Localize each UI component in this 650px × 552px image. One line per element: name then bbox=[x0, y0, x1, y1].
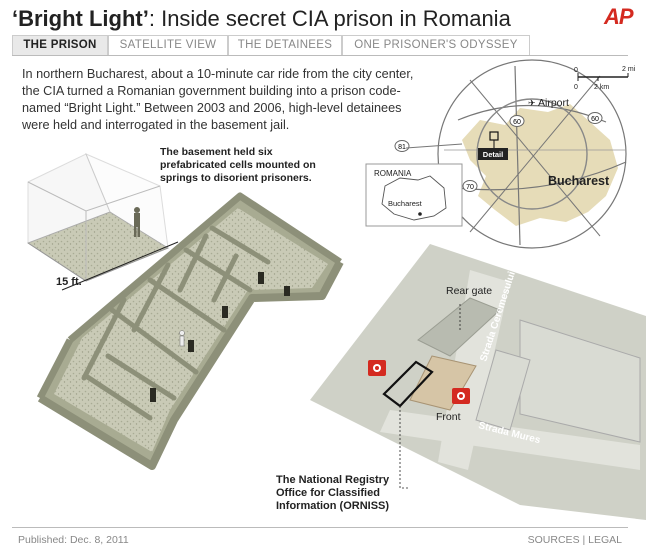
scale-mi: 2 mi bbox=[622, 66, 636, 73]
building-site: Strada Ceremesului Strada Mures Rear gat… bbox=[310, 244, 646, 520]
detail-label: Detail bbox=[483, 150, 503, 159]
title-rest: : Inside secret CIA prison in Romania bbox=[148, 6, 511, 31]
orniss-footprint bbox=[382, 360, 434, 408]
tab-one-prisoners-odyssey[interactable]: ONE PRISONER'S ODYSSEY bbox=[342, 35, 530, 55]
tab-the-detainees[interactable]: THE DETAINEES bbox=[228, 35, 342, 55]
airport-label: Airport bbox=[538, 97, 569, 109]
front-label: Front bbox=[436, 411, 461, 423]
basement-callout: The basement held six prefabricated cell… bbox=[160, 146, 316, 184]
romania-inset: ROMANIA Bucharest bbox=[365, 163, 463, 227]
legal-link[interactable]: LEGAL bbox=[588, 534, 622, 546]
scale-zero: 0 bbox=[574, 84, 578, 91]
road-label: 70 bbox=[466, 184, 474, 191]
locator-map: 60 60 81 70 ✈ Airport Bucharest Detail 0… bbox=[394, 59, 636, 249]
airplane-icon: ✈ bbox=[528, 98, 536, 108]
basement-figure bbox=[179, 330, 185, 347]
road-label: 60 bbox=[513, 119, 521, 126]
basement-plan bbox=[36, 192, 344, 470]
scale-km: 2 km bbox=[594, 84, 609, 91]
scale-zero: 0 bbox=[574, 67, 578, 74]
camera-icon-1[interactable] bbox=[368, 360, 386, 376]
tab-bar: THE PRISON SATELLITE VIEW THE DETAINEES … bbox=[12, 35, 628, 56]
page-title: ‘Bright Light’: Inside secret CIA prison… bbox=[12, 6, 511, 32]
road-shield-81: 81 bbox=[394, 140, 410, 152]
title-bold: ‘Bright Light’ bbox=[12, 6, 149, 31]
registry-callout: The National Registry Office for Classif… bbox=[276, 474, 390, 512]
ap-logo: AP bbox=[604, 4, 634, 29]
published-date: Published: Dec. 8, 2011 bbox=[18, 534, 129, 546]
intro-text: In northern Bucharest, about a 10-minute… bbox=[22, 67, 414, 132]
footer: Published: Dec. 8, 2011 SOURCES | LEGAL bbox=[12, 527, 628, 550]
camera-icon-2[interactable] bbox=[452, 388, 470, 404]
road-shield-70: 70 bbox=[462, 180, 478, 192]
footer-separator: | bbox=[579, 534, 589, 546]
inset-country: ROMANIA bbox=[374, 169, 412, 178]
map-scale-bar: 0 2 mi 0 2 km bbox=[574, 66, 636, 91]
road-shield-60b: 60 bbox=[587, 112, 603, 124]
city-label: Bucharest bbox=[548, 174, 610, 188]
road-shield-60a: 60 bbox=[509, 115, 525, 127]
cell-cube: 15 ft. bbox=[27, 153, 179, 291]
detail-badge bbox=[478, 148, 508, 160]
rear-gate-label: Rear gate bbox=[446, 285, 492, 297]
footer-links: SOURCES | LEGAL bbox=[528, 534, 622, 546]
inset-city: Bucharest bbox=[388, 199, 423, 208]
road-label: 60 bbox=[591, 116, 599, 123]
tab-the-prison[interactable]: THE PRISON bbox=[12, 35, 108, 55]
prisoner-figure bbox=[134, 207, 140, 237]
cell-size-label: 15 ft. bbox=[56, 276, 82, 288]
tab-satellite-view[interactable]: SATELLITE VIEW bbox=[108, 35, 228, 55]
sources-link[interactable]: SOURCES bbox=[527, 534, 580, 546]
road-label: 81 bbox=[398, 144, 406, 151]
